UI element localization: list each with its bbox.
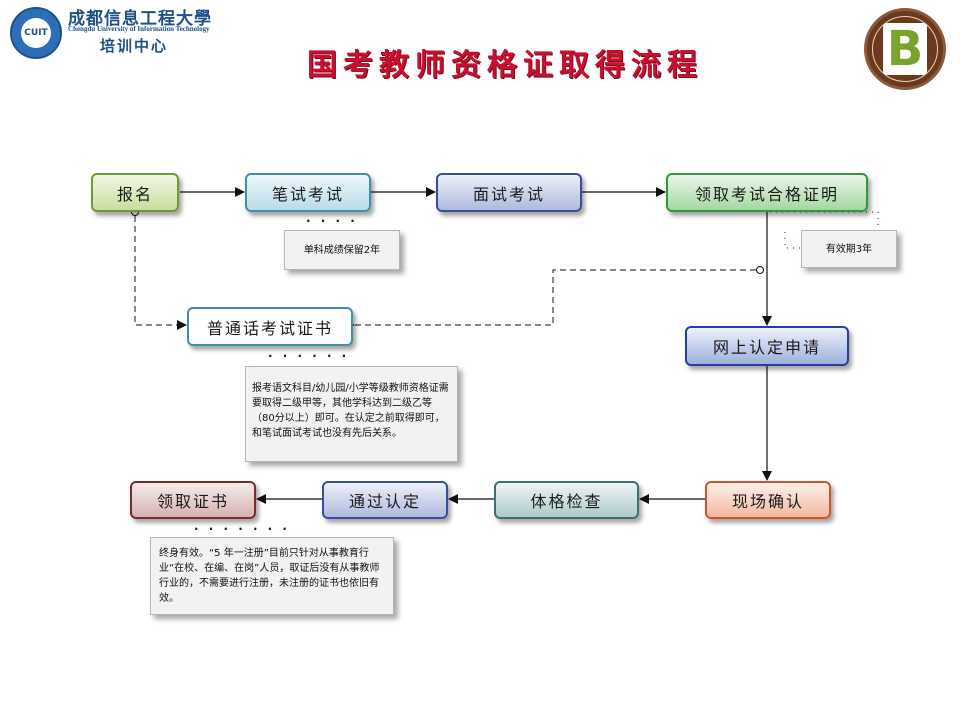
- org-name-en: Chengdu University of Information Techno…: [68, 25, 210, 33]
- dashed-register-mandarin: [134, 216, 187, 330]
- page-title: 国考教师资格证取得流程: [307, 48, 703, 83]
- note-validity: 有效期3年: [801, 230, 897, 268]
- cuit-logo: CUIT: [10, 7, 62, 59]
- step-get-certificate: 领取证书: [130, 481, 256, 519]
- step-written-exam: 笔试考试: [245, 173, 371, 212]
- org-sub-name: 培训中心: [100, 37, 169, 55]
- dotted-leader-written: . . . .: [306, 211, 358, 225]
- step-pass-certification: 通过认定: [322, 481, 448, 519]
- dotted-leader-validity: [770, 211, 879, 249]
- dotted-leader-mandarin: . . . . . .: [268, 346, 350, 360]
- dashed-vertical-mandarin: [354, 269, 756, 325]
- step-interview-exam: 面试考试: [436, 173, 582, 212]
- dotted-leader-certificate: . . . . . . .: [194, 519, 290, 533]
- step-physical-exam: 体格检查: [494, 481, 639, 519]
- education-logo-mark: B: [883, 23, 927, 75]
- note-certificate: 终身有效。“5 年一注册”目前只针对从事教育行业“在校、在编、在岗”人员，取证后…: [150, 537, 394, 615]
- education-logo-letter: B: [886, 21, 924, 77]
- cuit-logo-text: CUIT: [21, 18, 51, 48]
- step-mandarin-certificate: 普通话考试证书: [187, 307, 353, 346]
- step-online-application: 网上认定申请: [685, 326, 849, 366]
- connector-dot-vertical: [756, 266, 764, 274]
- step-register: 报名: [91, 173, 179, 212]
- step-onsite-confirmation: 现场确认: [705, 481, 831, 519]
- org-name-cn: 成都信息工程大學: [68, 9, 212, 29]
- note-written: 单科成绩保留2年: [284, 230, 400, 270]
- education-logo-ring: [872, 16, 938, 82]
- step-get-pass-certificate: 领取考试合格证明: [666, 173, 868, 212]
- note-mandarin: 报考语文科目/幼儿园/小学等级教师资格证需要取得二级甲等，其他学科达到二级乙等（…: [245, 366, 458, 462]
- education-logo: B: [864, 8, 946, 90]
